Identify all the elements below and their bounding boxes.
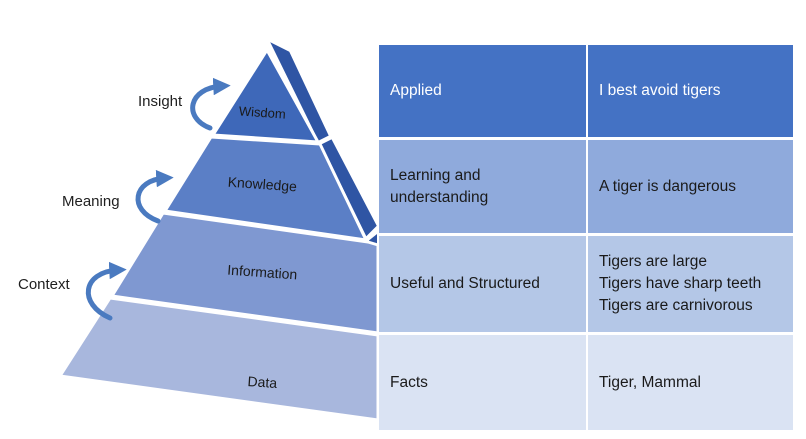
table-cell-description: Facts [379,335,586,430]
insight-arrow-icon [190,77,231,131]
side-label-meaning: Meaning [62,193,120,210]
pyramid-level-information [110,211,380,335]
pyramid-label-knowledge: Knowledge [227,174,297,195]
table-cell-example: Tiger, Mammal [588,335,793,430]
pyramid-label-wisdom: Wisdom [238,103,286,121]
pyramid-level-data [58,296,380,422]
table-row-wisdom: Applied I best avoid tigers [379,45,793,137]
pyramid-label-information: Information [227,262,298,283]
table-cell-example: A tiger is dangerous [588,140,793,233]
dikw-table: Applied I best avoid tigers Learning and… [379,45,793,430]
pyramid-label-data: Data [247,373,278,391]
table-row-data: Facts Tiger, Mammal [379,335,793,430]
table-cell-description: Learning and understanding [379,140,586,233]
pyramid-side-wisdom [265,37,332,144]
pyramid-level-wisdom [211,48,320,144]
table-row-information: Useful and Structured Tigers are large T… [379,236,793,332]
table-row-knowledge: Learning and understanding A tiger is da… [379,140,793,233]
pyramid-level-knowledge [163,135,368,242]
table-cell-example: I best avoid tigers [588,45,793,137]
table-cell-example: Tigers are large Tigers have sharp teeth… [588,236,793,332]
side-label-insight: Insight [138,93,183,110]
context-arrow-icon [85,261,127,321]
table-cell-description: Applied [379,45,586,137]
side-label-context: Context [18,276,70,293]
meaning-arrow-icon [135,169,174,224]
table-cell-description: Useful and Structured [379,236,586,332]
